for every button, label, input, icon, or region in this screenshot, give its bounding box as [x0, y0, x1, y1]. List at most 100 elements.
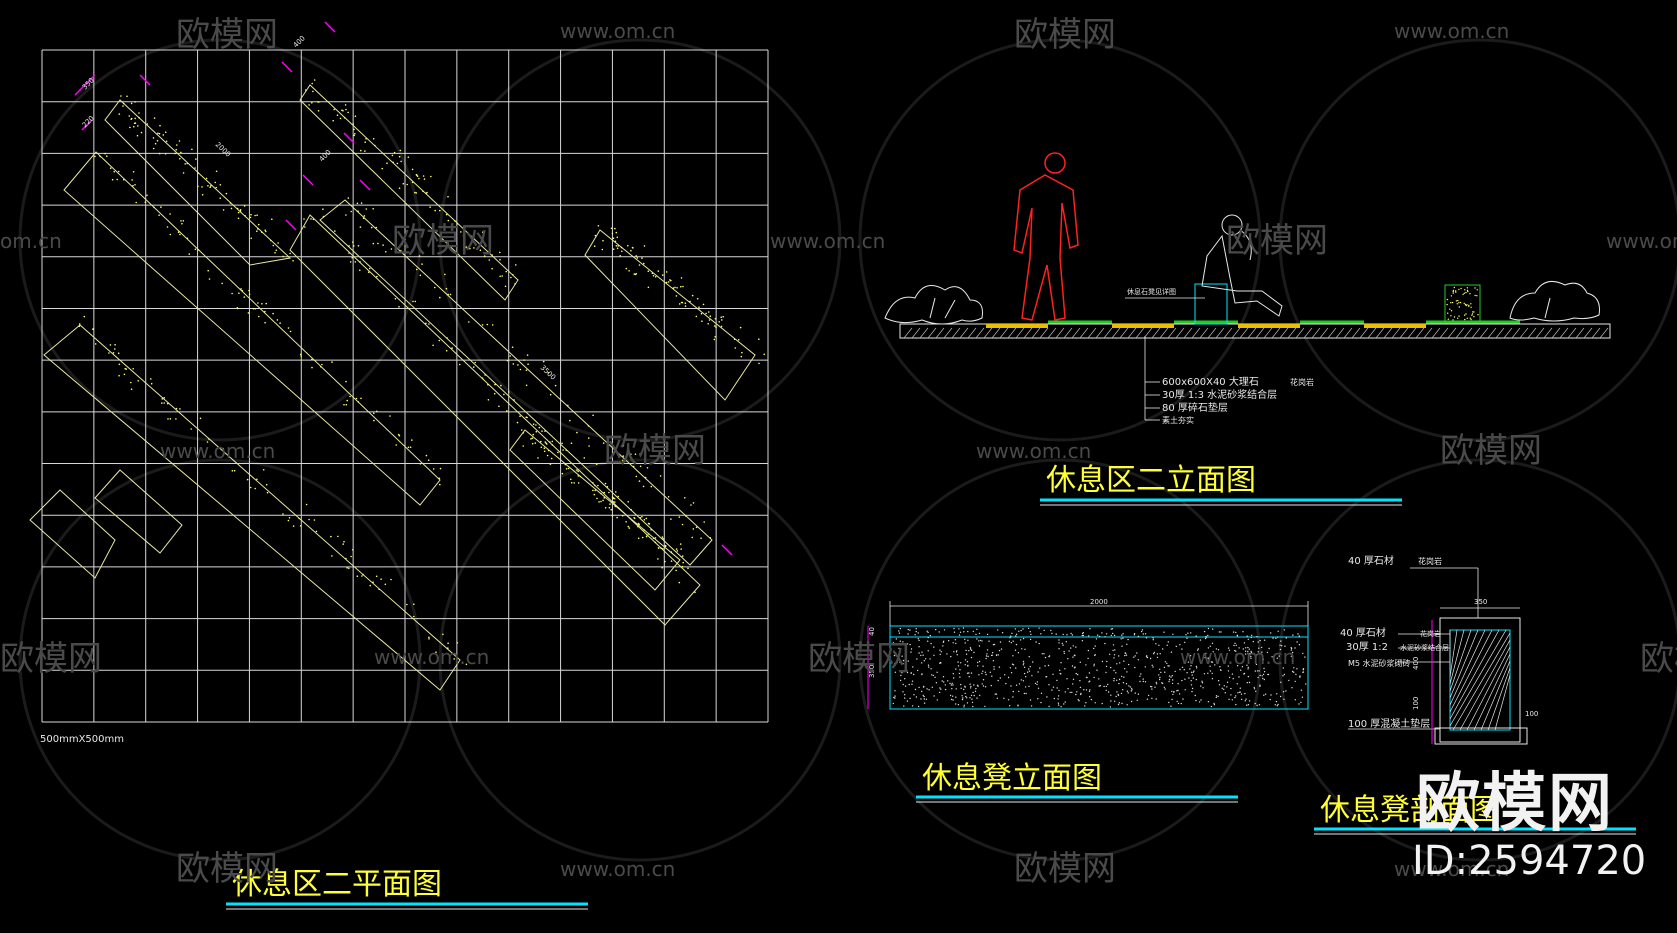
- speckle: [958, 672, 961, 675]
- speckle: [915, 696, 918, 698]
- speckle: [1280, 681, 1282, 683]
- speckle: [150, 378, 152, 380]
- speckle: [531, 442, 534, 445]
- speckle: [1159, 676, 1161, 679]
- speckle: [923, 698, 925, 700]
- speckle: [150, 382, 153, 385]
- speckle: [1168, 665, 1170, 667]
- speckle: [1082, 632, 1085, 634]
- speckle: [205, 177, 208, 180]
- speckle: [499, 251, 501, 254]
- speckle: [140, 131, 143, 134]
- hatch-line: [1095, 327, 1105, 339]
- speckle: [414, 300, 417, 303]
- speckle: [1263, 671, 1266, 673]
- speckle: [1198, 701, 1201, 703]
- speckle: [1063, 652, 1066, 655]
- speckle: [167, 418, 169, 420]
- speckle: [565, 468, 568, 470]
- speckle: [904, 685, 907, 687]
- bench-elevation: 2000 40 350 休息凳立面图: [867, 598, 1309, 803]
- speckle: [503, 393, 505, 396]
- speckle: [1235, 695, 1237, 697]
- speckle: [1018, 630, 1020, 632]
- speckle: [904, 694, 906, 696]
- speckle: [569, 419, 571, 422]
- hatch-line: [991, 327, 1001, 339]
- speckle: [274, 252, 276, 254]
- speckle: [1030, 705, 1033, 707]
- speckle: [1067, 688, 1069, 690]
- speckle: [975, 688, 977, 690]
- speckle: [357, 245, 360, 247]
- speckle: [1203, 654, 1206, 656]
- speckle: [682, 561, 684, 564]
- hatch-line: [1055, 327, 1065, 339]
- speckle: [1133, 634, 1136, 636]
- speckle: [479, 249, 482, 251]
- speckle: [542, 360, 545, 363]
- speckle: [1214, 664, 1216, 666]
- speckle: [1458, 302, 1460, 304]
- speckle: [918, 652, 920, 654]
- speckle: [1292, 634, 1294, 636]
- watermark-circles: [18, 38, 1677, 862]
- paving-segments: [986, 324, 1426, 328]
- rest-area-plan: 350 220 2000 400 3500 400 500mmX500mm 休息…: [29, 21, 769, 910]
- speckle: [1122, 682, 1125, 684]
- speckle: [1036, 681, 1039, 683]
- speckle: [1043, 629, 1045, 632]
- speckle: [1010, 635, 1012, 637]
- hatch-line: [1439, 327, 1449, 339]
- hatch-line: [1519, 327, 1529, 339]
- speckle: [611, 496, 614, 498]
- speckle: [506, 410, 508, 412]
- speckle: [915, 628, 917, 630]
- speckle: [438, 339, 441, 342]
- speckle: [380, 578, 382, 580]
- speckle: [661, 536, 664, 538]
- speckle: [525, 416, 527, 419]
- speckle: [1261, 675, 1263, 677]
- speckle: [1207, 634, 1209, 637]
- speckle: [968, 672, 970, 674]
- speckle: [630, 509, 632, 511]
- speckle: [1110, 700, 1112, 702]
- speckle: [175, 148, 177, 151]
- speckle: [943, 681, 945, 683]
- hatch-line: [1511, 327, 1521, 339]
- speckle: [1168, 701, 1170, 704]
- speckle: [1008, 640, 1011, 643]
- speckle: [570, 481, 573, 484]
- speckle: [445, 287, 448, 290]
- speckle: [1174, 670, 1176, 673]
- speckle: [969, 683, 971, 685]
- speckle: [397, 433, 400, 436]
- speckle: [1190, 680, 1192, 682]
- speckle: [943, 629, 946, 631]
- speckle: [1248, 700, 1251, 702]
- speckle: [700, 312, 703, 315]
- speckle: [628, 527, 631, 529]
- speckle: [676, 550, 679, 552]
- speckle: [1267, 673, 1269, 676]
- speckle: [342, 110, 344, 112]
- speckle: [1235, 703, 1237, 706]
- speckle: [1036, 683, 1038, 686]
- speckle: [1025, 692, 1027, 695]
- speckle: [1248, 681, 1251, 684]
- speckle: [1146, 698, 1149, 700]
- speckle: [1195, 665, 1198, 668]
- paving-segment: [1364, 324, 1426, 328]
- watermark-brand: 欧模网: [808, 639, 910, 679]
- speckle: [169, 213, 171, 215]
- speckle: [614, 505, 617, 508]
- speckle: [1073, 654, 1076, 656]
- speckle: [272, 312, 274, 315]
- speckle: [532, 423, 535, 426]
- speckle: [1262, 677, 1264, 680]
- speckle: [907, 628, 909, 631]
- hatch-line: [1351, 327, 1361, 339]
- speckle: [126, 95, 128, 98]
- speckle: [965, 649, 967, 652]
